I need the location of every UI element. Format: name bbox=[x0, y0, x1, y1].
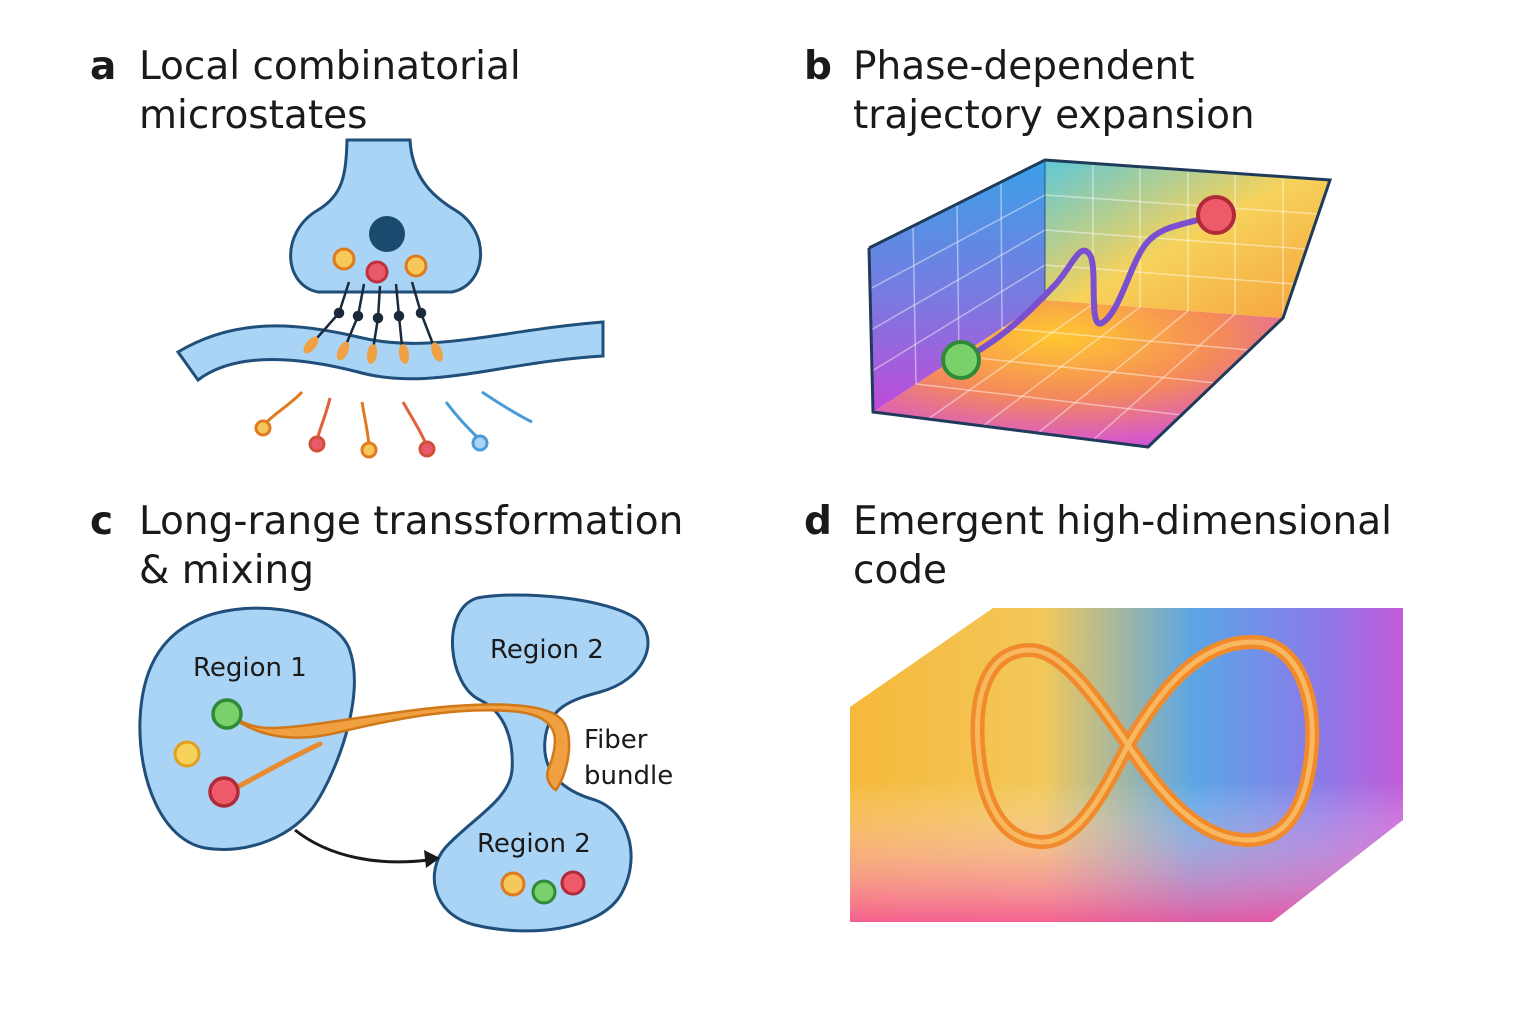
vesicle-orange-left bbox=[332, 247, 356, 271]
infinity-loop-inner bbox=[975, 639, 1315, 845]
phase-space-edges bbox=[867, 158, 1333, 449]
fiber-bundle-label-line1: Fiber bbox=[584, 725, 648, 755]
panel-c-letter: c bbox=[90, 499, 114, 544]
panel-d-title-line2: code bbox=[853, 548, 948, 593]
synaptic-connectors bbox=[309, 281, 438, 357]
panel-a-letter: a bbox=[90, 44, 117, 89]
panel-c-title-line1: Long-range transsformation bbox=[139, 499, 684, 544]
phase-space-grid bbox=[869, 163, 1319, 441]
phase-space-left-wall bbox=[869, 160, 1045, 412]
panel-d-diagram bbox=[850, 608, 1403, 922]
trajectory-end-point bbox=[1196, 195, 1236, 235]
region-2-dot-red bbox=[560, 870, 586, 896]
region-1-dot-yellow bbox=[173, 740, 201, 768]
region-2-bottom-label: Region 2 bbox=[477, 829, 591, 859]
panel-a-title-line2: microstates bbox=[139, 93, 368, 138]
panel-b-title-line2: trajectory expansion bbox=[853, 93, 1255, 138]
region-2-top-label: Region 2 bbox=[490, 635, 604, 665]
panel-b-letter: b bbox=[804, 44, 832, 89]
vesicle-red bbox=[365, 260, 389, 284]
fiber-bundle-label-line2: bundle bbox=[584, 761, 673, 791]
nucleus-dot bbox=[369, 216, 405, 252]
panel-d-title-line1: Emergent high-dimensional bbox=[853, 499, 1392, 544]
phase-space-back-wall bbox=[1045, 160, 1330, 318]
region-2-shape bbox=[432, 593, 650, 933]
trajectory-curve bbox=[959, 212, 1218, 363]
dendritic-spines bbox=[254, 390, 533, 459]
fiber-bundle bbox=[227, 703, 571, 792]
mixing-arrow bbox=[294, 828, 429, 864]
panel-d-letter: d bbox=[804, 499, 832, 544]
trajectory-start-point bbox=[941, 340, 981, 380]
region-1-label: Region 1 bbox=[193, 653, 307, 683]
region-1-shape bbox=[138, 606, 356, 852]
panel-b-title-line1: Phase-dependent bbox=[853, 44, 1195, 89]
panel-a-diagram bbox=[175, 138, 605, 459]
panel-c-title-line2: & mixing bbox=[139, 548, 315, 593]
vesicle-orange-right bbox=[404, 254, 428, 278]
panel-a-title-line1: Local combinatorial bbox=[139, 44, 521, 89]
dendrite-band bbox=[175, 320, 605, 383]
region-1-dot-green bbox=[211, 698, 243, 730]
panel-c-diagram: Region 1 Region 2 Region 2 Fiber bundle bbox=[138, 593, 673, 933]
code-manifold-shading bbox=[850, 608, 1403, 922]
panel-b-diagram bbox=[867, 158, 1333, 449]
region-2-dot-orange bbox=[500, 871, 526, 897]
region-2-dot-green bbox=[531, 879, 557, 905]
receptor-tips bbox=[303, 336, 443, 364]
phase-space-floor bbox=[873, 300, 1283, 447]
mixing-arrow-head bbox=[424, 850, 440, 868]
region-1-dot-red bbox=[208, 776, 240, 808]
